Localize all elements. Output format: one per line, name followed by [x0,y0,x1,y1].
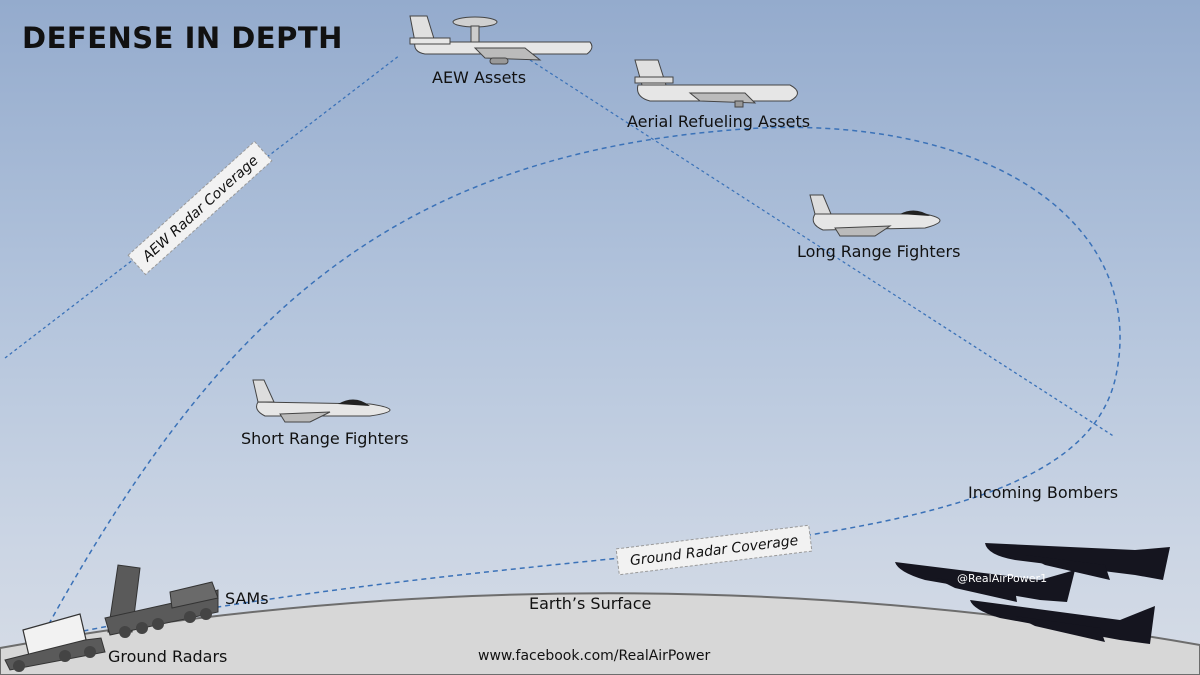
aew-coverage-tag: AEW Radar Coverage [127,140,273,276]
bomber-icon-2 [895,562,1075,602]
sam-launcher-icon [104,564,219,638]
aew-coverage-label: AEW Radar Coverage [139,153,262,266]
label-sams: SAMs [225,589,269,608]
radar-truck-icon [4,613,106,672]
label-ground-radars: Ground Radars [108,647,227,666]
label-aew-assets: AEW Assets [432,68,526,87]
short-range-fighter-icon [252,379,391,423]
label-earth-surface: Earth’s Surface [529,594,651,613]
watermark: @RealAirPower1 [957,572,1047,585]
bomber-icon-3 [970,600,1155,644]
source-url: www.facebook.com/RealAirPower [478,648,711,664]
bomber-icon [985,543,1170,580]
aew-coverage-right-line [529,59,1116,438]
label-long-range-fighters: Long Range Fighters [797,242,960,261]
tanker-icon [634,59,798,108]
ground-coverage-tag: Ground Radar Coverage [615,524,813,576]
long-range-fighter-icon [809,194,941,237]
ground-radar-coverage-curve [39,126,1121,641]
awacs-icon [409,15,593,65]
page-title: DEFENSE IN DEPTH [22,21,343,55]
label-short-range-fighters: Short Range Fighters [241,429,409,448]
label-incoming-bombers: Incoming Bombers [968,483,1118,502]
label-aerial-refueling: Aerial Refueling Assets [627,112,810,131]
